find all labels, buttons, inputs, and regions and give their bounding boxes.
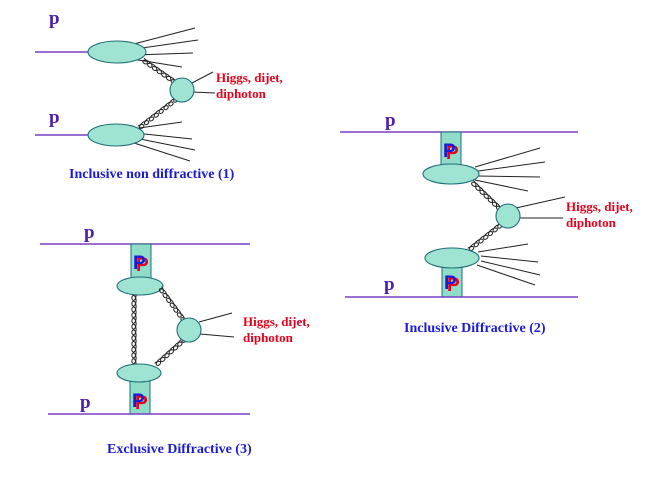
svg-text:P: P [447,275,460,296]
proton-label-bottom: p [80,392,91,413]
production-vertex [176,317,202,343]
parton-blob-bottom [424,247,480,269]
pomeron-symbol-top: P [133,253,146,274]
svg-text:P: P [135,393,148,414]
caption-inclusive-non-diffractive: Inclusive non diffractive (1) [69,167,235,182]
diagram-inclusive-non-diffractive: p Higgs, dijet, diphoton p Inclusive non… [35,8,283,182]
production-label-line1: Higgs, dijet, [243,314,310,329]
parton-blob-bottom [116,363,162,383]
gluon-bottom [154,336,187,366]
proton-label-top: p [84,222,95,243]
gluon-bottom [137,95,179,129]
proton-label-top: p [49,8,60,29]
diagram-inclusive-diffractive: p P P Higgs, dijet, diphoton P P p Inclu… [340,110,633,336]
pomeron-symbol-bottom: P [132,391,145,412]
gluon-top [158,286,188,323]
parton-blob-top [87,40,147,64]
gluon-top [471,180,503,211]
parton-blob-top [116,276,164,296]
gluon-left [131,294,137,365]
production-label-line1: Higgs, dijet, [566,199,633,214]
production-label-line2: diphoton [243,330,294,345]
diagram-exclusive-diffractive: p P P Higgs, dijet, diphoton P P p Exclu… [40,222,310,457]
pomeron-symbol-top: P [443,141,456,162]
parton-blob-top [422,163,480,185]
gluon-top [142,57,178,85]
production-label-line1: Higgs, dijet, [216,70,283,85]
proton-label-bottom: p [384,274,395,295]
production-label-line2: diphoton [216,86,267,101]
proton-label-top: p [385,110,396,131]
caption-inclusive-diffractive: Inclusive Diffractive (2) [404,321,546,336]
production-label-line2: diphoton [566,215,617,230]
parton-blob-bottom [87,123,145,147]
production-vertex [495,203,521,229]
pomeron-symbol-bottom: P [444,273,457,294]
caption-exclusive-diffractive: Exclusive Diffractive (3) [107,442,252,457]
proton-label-bottom: p [49,107,60,128]
svg-text:P: P [446,143,459,164]
gluon-bottom [467,221,503,252]
production-vertex [169,77,195,103]
svg-text:P: P [136,255,149,276]
